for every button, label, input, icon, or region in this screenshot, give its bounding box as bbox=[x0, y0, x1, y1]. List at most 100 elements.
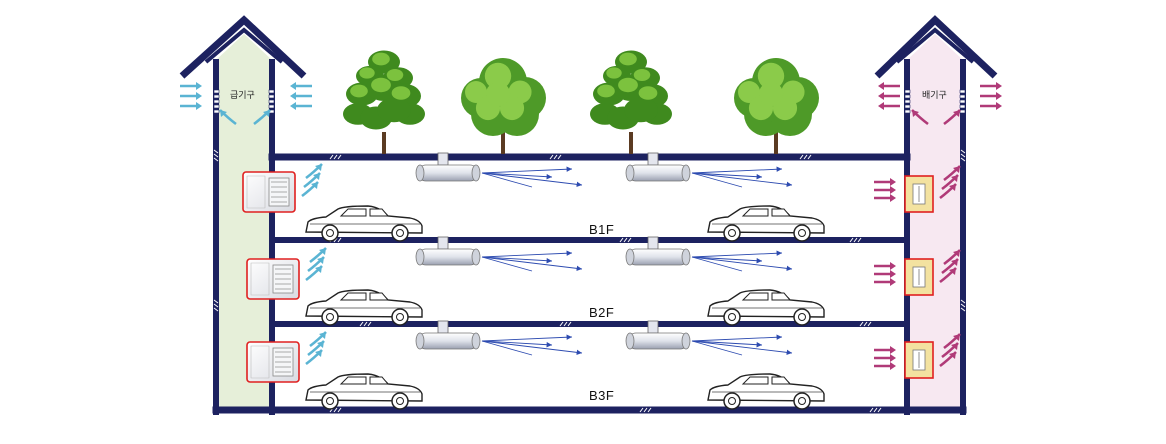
airflow-arrow-icon bbox=[878, 102, 900, 110]
airflow-arrow-icon bbox=[301, 181, 319, 198]
car-icon bbox=[707, 205, 825, 242]
jet-flow-line bbox=[481, 172, 533, 188]
airflow-arrow-icon bbox=[303, 172, 321, 189]
exhaust-fan-unit-icon bbox=[904, 341, 934, 379]
airflow-arrow-icon bbox=[943, 333, 961, 350]
airflow-arrow-icon bbox=[253, 109, 271, 126]
jet-flow-arrow bbox=[691, 256, 793, 272]
tree-icon bbox=[590, 50, 672, 154]
structure-hatch bbox=[619, 237, 632, 243]
airflow-arrow-icon bbox=[309, 247, 327, 264]
supply-roof-inner bbox=[204, 27, 284, 64]
exhaust-shaft-top bbox=[907, 34, 963, 60]
supply-fan-unit-icon bbox=[242, 171, 296, 213]
exhaust-fan-unit-icon bbox=[904, 258, 934, 296]
structure-hatch bbox=[869, 407, 882, 413]
airflow-arrow-icon bbox=[874, 178, 896, 186]
tree-icon bbox=[461, 58, 546, 154]
jet-flow-arrow bbox=[691, 256, 763, 264]
structure-hatch bbox=[213, 149, 219, 162]
jet-fan-icon bbox=[625, 320, 793, 356]
airflow-arrow-icon bbox=[943, 249, 961, 266]
airflow-arrow-icon bbox=[180, 102, 202, 110]
supply-shaft-top bbox=[216, 34, 272, 60]
car-icon bbox=[707, 373, 825, 410]
jet-flow-arrow bbox=[481, 166, 573, 174]
jet-flow-arrow bbox=[691, 166, 783, 174]
structure-hatch bbox=[849, 237, 862, 243]
structure-hatch bbox=[859, 321, 872, 327]
exhaust-roof bbox=[874, 15, 998, 79]
structure-hatch bbox=[960, 149, 966, 162]
jet-fan-icon bbox=[415, 236, 583, 272]
airflow-arrow-icon bbox=[939, 351, 957, 368]
airflow-arrow-icon bbox=[980, 102, 1002, 110]
airflow-arrow-icon bbox=[943, 165, 961, 182]
airflow-arrow-icon bbox=[941, 174, 959, 191]
exhaust-roof-inner bbox=[895, 27, 975, 64]
car-icon bbox=[305, 205, 423, 242]
airflow-arrow-icon bbox=[180, 82, 202, 90]
airflow-arrow-icon bbox=[290, 102, 312, 110]
supply-roof bbox=[179, 15, 307, 79]
louvre-vent bbox=[213, 89, 220, 114]
jet-fan-icon bbox=[625, 236, 793, 272]
jet-flow-arrow bbox=[481, 340, 553, 348]
jet-flow-arrow bbox=[691, 172, 793, 188]
airflow-arrow-icon bbox=[878, 92, 900, 100]
jet-flow-arrow bbox=[481, 250, 573, 258]
airflow-arrow-icon bbox=[874, 262, 896, 270]
car-icon bbox=[707, 289, 825, 326]
structure-hatch bbox=[213, 299, 219, 312]
airflow-arrow-icon bbox=[874, 362, 896, 370]
airflow-arrow-icon bbox=[874, 186, 896, 194]
jet-flow-arrow bbox=[481, 256, 583, 272]
exhaust-fan-unit-icon bbox=[904, 175, 934, 213]
floor-label-b2f: B2F bbox=[589, 305, 615, 320]
jet-flow-arrow bbox=[691, 172, 763, 180]
louvre-vent bbox=[959, 89, 966, 114]
jet-flow-line bbox=[691, 172, 743, 188]
airflow-arrow-icon bbox=[874, 270, 896, 278]
airflow-arrow-icon bbox=[874, 278, 896, 286]
tree-icon bbox=[734, 58, 819, 154]
structure-hatch bbox=[549, 154, 562, 160]
jet-flow-line bbox=[691, 340, 743, 356]
jet-flow-arrow bbox=[481, 340, 583, 356]
floor-label-b1f: B1F bbox=[589, 222, 615, 237]
exhaust-shaft-label: 배기구 bbox=[922, 91, 947, 101]
airflow-arrow-icon bbox=[307, 256, 325, 273]
airflow-arrow-icon bbox=[874, 346, 896, 354]
airflow-arrow-icon bbox=[307, 340, 325, 357]
car-icon bbox=[305, 373, 423, 410]
airflow-arrow-icon bbox=[219, 109, 237, 126]
airflow-arrow-icon bbox=[939, 267, 957, 284]
jet-flow-arrow bbox=[481, 172, 553, 180]
airflow-arrow-icon bbox=[305, 163, 323, 180]
structure-hatch bbox=[329, 154, 342, 160]
supply-fan-unit-icon bbox=[246, 341, 300, 383]
airflow-arrow-icon bbox=[980, 92, 1002, 100]
airflow-arrow-icon bbox=[980, 82, 1002, 90]
airflow-arrow-icon bbox=[309, 331, 327, 348]
jet-flow-line bbox=[481, 340, 533, 356]
tree-icon bbox=[343, 50, 425, 154]
structure-hatch bbox=[639, 407, 652, 413]
jet-fan-icon bbox=[415, 152, 583, 188]
airflow-arrow-icon bbox=[290, 82, 312, 90]
airflow-arrow-icon bbox=[941, 258, 959, 275]
structure-hatch bbox=[359, 321, 372, 327]
supply-fan-unit-icon bbox=[246, 258, 300, 300]
jet-flow-line bbox=[691, 256, 743, 272]
jet-flow-arrow bbox=[481, 334, 573, 342]
louvre-vent bbox=[904, 89, 911, 114]
jet-flow-arrow bbox=[691, 340, 793, 356]
structure-hatch bbox=[960, 299, 966, 312]
airflow-arrow-icon bbox=[941, 342, 959, 359]
structure-hatch bbox=[799, 154, 812, 160]
jet-flow-arrow bbox=[481, 256, 553, 264]
jet-flow-line bbox=[481, 256, 533, 272]
airflow-arrow-icon bbox=[305, 349, 323, 366]
jet-flow-arrow bbox=[481, 172, 583, 188]
airflow-arrow-icon bbox=[180, 92, 202, 100]
